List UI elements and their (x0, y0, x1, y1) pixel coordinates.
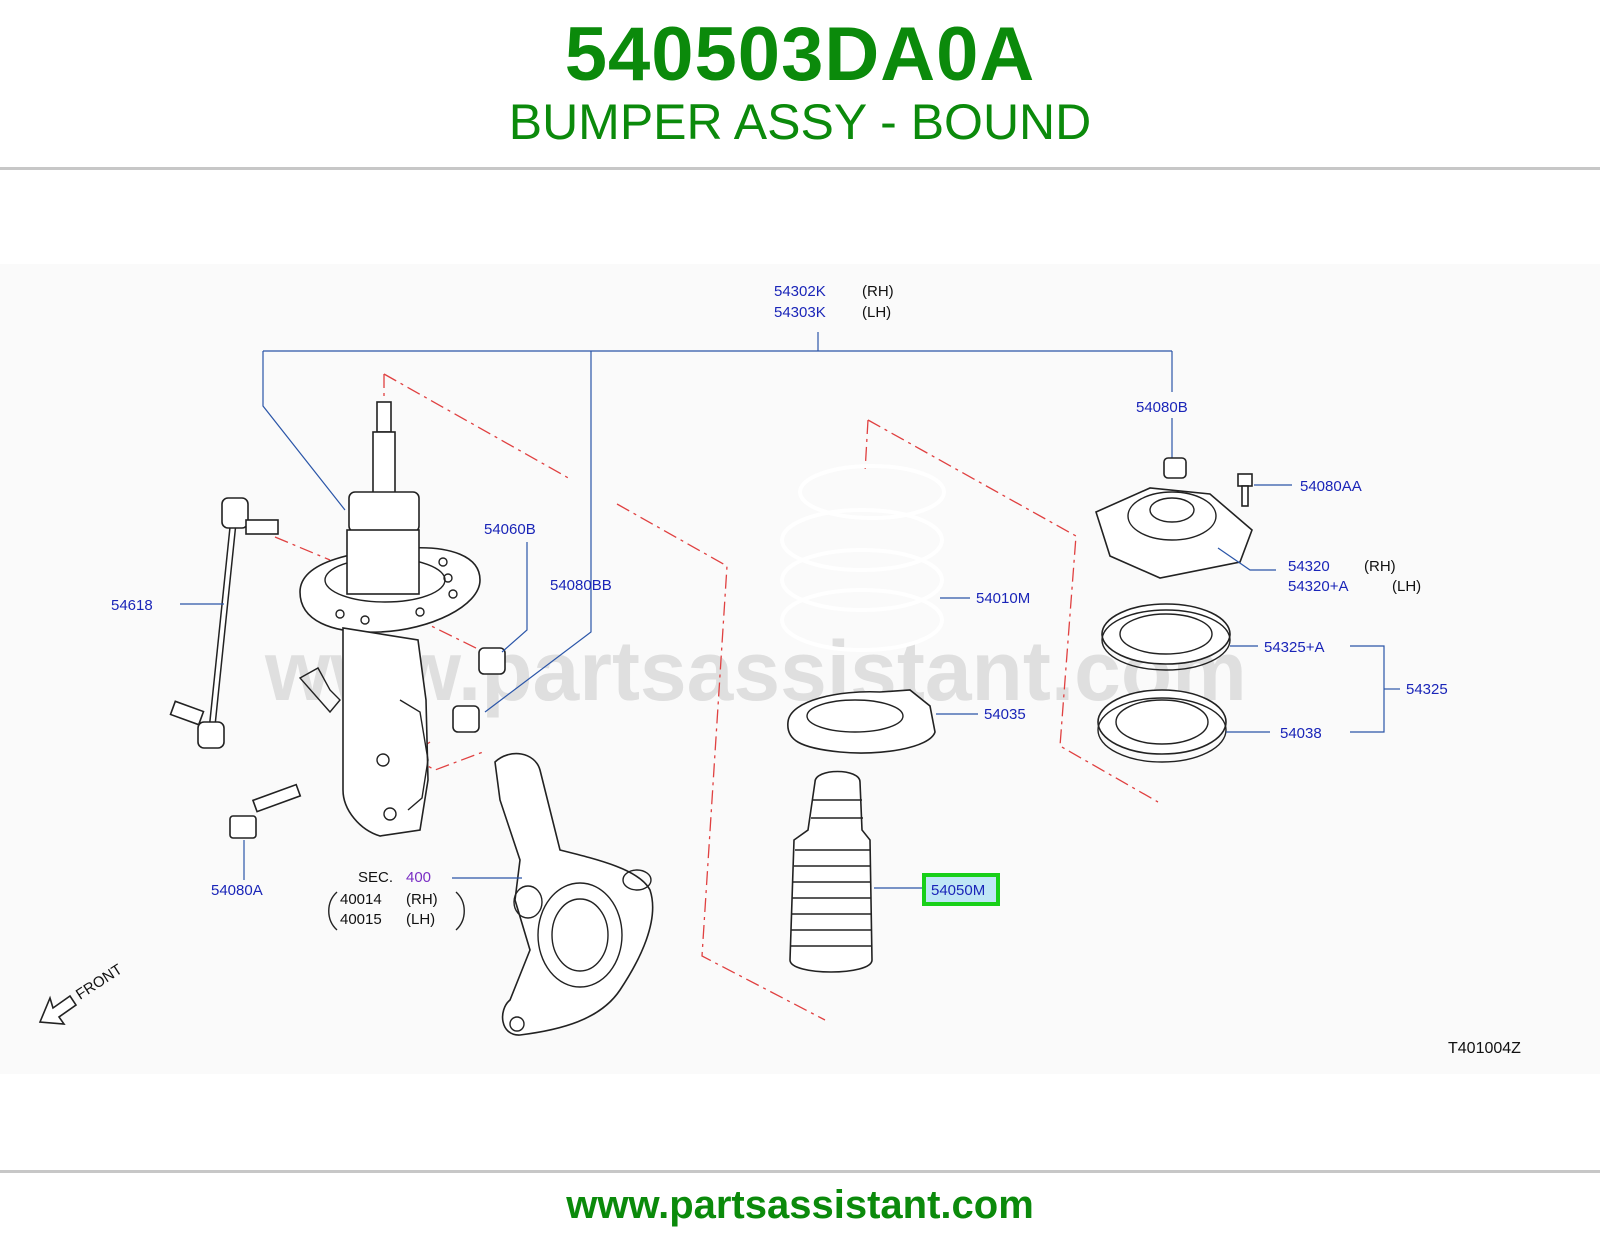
part-labels: 54302K (RH) 54303K (LH) 54080B 54080AA 5… (111, 283, 1521, 1057)
footer-divider (0, 1170, 1600, 1173)
label-54320A[interactable]: 54320+A (1288, 578, 1348, 595)
label-54325[interactable]: 54325 (1406, 681, 1448, 698)
highlight-box-54050M (922, 873, 1000, 906)
label-40015-side: (LH) (406, 911, 435, 928)
label-54303K[interactable]: 54303K (774, 304, 826, 321)
label-54080B[interactable]: 54080B (1136, 399, 1188, 416)
bracket-right (455, 891, 465, 931)
header-divider (0, 167, 1600, 170)
nuts-drawing (452, 542, 528, 733)
watermark-text: www.partsassistant.com (264, 624, 1247, 718)
part-number-title: 540503DA0A (564, 12, 1036, 97)
front-arrow-icon: FRONT (38, 961, 126, 1025)
diagram-code: T401004Z (1448, 1040, 1521, 1057)
label-54080BB[interactable]: 54080BB (550, 577, 612, 594)
bolt-54080A-drawing (229, 783, 302, 880)
steering-knuckle-drawing (452, 752, 654, 1036)
label-54302K-side: (RH) (862, 283, 894, 300)
strut-leader-lines (262, 332, 1173, 713)
label-54038[interactable]: 54038 (1280, 725, 1322, 742)
coil-spring-drawing (780, 464, 970, 652)
label-sec: SEC. (358, 869, 393, 886)
stabilizer-link-drawing (169, 497, 279, 749)
label-54320[interactable]: 54320 (1288, 558, 1330, 575)
bearing-drawing (1097, 603, 1400, 763)
strut-assembly-drawing (298, 401, 481, 837)
bracket-left (328, 891, 338, 931)
label-54010M[interactable]: 54010M (976, 590, 1030, 607)
label-54035[interactable]: 54035 (984, 706, 1026, 723)
page-header: 540503DA0A BUMPER ASSY - BOUND (0, 0, 1600, 168)
label-40014: 40014 (340, 891, 382, 908)
front-label: FRONT (73, 961, 126, 1003)
label-54325A[interactable]: 54325+A (1264, 639, 1324, 656)
label-54320-side: (RH) (1364, 558, 1396, 575)
label-54303K-side: (LH) (862, 304, 891, 321)
label-54302K[interactable]: 54302K (774, 283, 826, 300)
label-54320A-side: (LH) (1392, 578, 1421, 595)
label-54618[interactable]: 54618 (111, 597, 153, 614)
footer-url[interactable]: www.partsassistant.com (566, 1183, 1034, 1227)
label-54050M[interactable]: 54050M (931, 882, 985, 899)
label-40015: 40015 (340, 911, 382, 928)
upper-mount-drawing (1095, 457, 1292, 579)
label-54080A[interactable]: 54080A (211, 882, 263, 899)
part-description: BUMPER ASSY - BOUND (508, 94, 1092, 150)
label-54080AA[interactable]: 54080AA (1300, 478, 1362, 495)
label-sec-400[interactable]: 400 (406, 869, 431, 886)
spring-seat-drawing (787, 689, 978, 754)
label-54060B[interactable]: 54060B (484, 521, 536, 538)
bound-bumper-drawing (789, 770, 922, 973)
label-40014-side: (RH) (406, 891, 438, 908)
